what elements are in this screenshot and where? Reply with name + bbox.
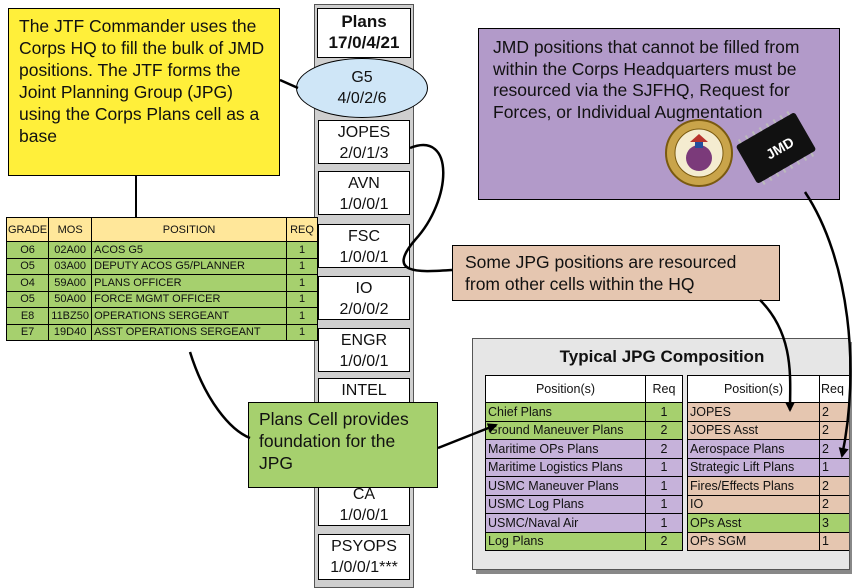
jpg-title: Typical JPG Composition — [559, 347, 765, 366]
seal-icon — [664, 118, 734, 188]
cell-value: 2/0/1/3 — [339, 145, 389, 162]
mos-cell: 03A00 — [48, 257, 93, 275]
position-cell: Fires/Effects Plans — [687, 476, 820, 496]
plans-title: Plans — [341, 12, 387, 31]
position-cell: Strategic Lift Plans — [687, 457, 820, 477]
position-cell: Maritime Logistics Plans — [485, 457, 646, 477]
col-header-req: Req — [645, 375, 683, 403]
cell-value: 1/0/0/1*** — [330, 559, 398, 576]
mos-cell: 50A00 — [48, 290, 93, 308]
jpg-composition-panel: Typical JPG Composition Position(s) Req … — [472, 338, 850, 570]
g5-ellipse: G5 4/0/2/6 — [296, 58, 428, 118]
cell-name: INTEL — [341, 382, 387, 399]
cell-name: PSYOPS — [331, 538, 397, 555]
col-header-grade: GRADE — [5, 217, 50, 242]
req-cell: 1 — [286, 241, 318, 259]
cell-value: 1/0/0/1 — [339, 249, 389, 266]
req-cell: 2 — [645, 531, 683, 551]
plans-cell-callout: Plans Cell provides foundation for the J… — [248, 402, 438, 488]
tan-to-jopes-arrow — [759, 299, 796, 412]
green-to-jpg-arrow — [437, 423, 498, 450]
position-cell: Maritime OPs Plans — [485, 439, 646, 459]
col-header-position: POSITION — [91, 217, 287, 242]
jmd-to-right-table-arrow — [803, 191, 852, 458]
cell-name: CA — [352, 486, 376, 503]
req-cell: 1 — [286, 323, 318, 341]
req-cell: 1 — [819, 531, 849, 551]
cell-engr: ENGR 1/0/0/1 — [318, 328, 410, 372]
position-cell: USMC Log Plans — [485, 494, 646, 514]
cell-name: ENGR — [340, 332, 388, 349]
cell-ca: CA 1/0/0/1 — [318, 482, 410, 526]
cell-psyops: PSYOPS 1/0/0/1*** — [318, 534, 410, 580]
cell-avn: AVN 1/0/0/1 — [318, 171, 410, 215]
mos-cell: 19D40 — [48, 323, 93, 341]
jmd-chip-icon — [728, 108, 824, 188]
position-cell: Aerospace Plans — [687, 439, 820, 459]
cell-name: JOPES — [337, 124, 391, 141]
jpg-other-cells-callout: Some JPG positions are resourced from ot… — [452, 245, 780, 301]
g5-name: G5 — [351, 69, 373, 86]
col-header-position: Position(s) — [485, 375, 646, 403]
col-header-req: REQ — [286, 217, 318, 242]
connector-line — [135, 175, 137, 217]
jopes-to-tan-curve — [402, 144, 453, 273]
cell-jopes: JOPES 2/0/1/3 — [318, 120, 410, 164]
table-to-green-curve — [188, 351, 251, 440]
g5-value: 4/0/2/6 — [337, 90, 387, 107]
yellow-to-g5-line — [279, 78, 299, 90]
col-header-req: Req — [819, 375, 849, 403]
plans-title-value: 17/0/4/21 — [328, 33, 400, 52]
jmd-callout: JMD positions that cannot be filled from… — [478, 28, 840, 200]
position-cell: USMC Maneuver Plans — [485, 476, 646, 496]
cell-value: 1/0/0/1 — [339, 353, 389, 370]
position-cell: OPs SGM — [687, 531, 820, 551]
cell-name: FSC — [348, 228, 380, 245]
position-cell: ASST OPERATIONS SERGEANT — [91, 323, 287, 341]
cell-value: 1/0/0/1 — [339, 507, 389, 524]
jmd-callout-text: JMD positions that cannot be filled from… — [493, 37, 800, 122]
cell-io: IO 2/0/0/2 — [318, 276, 410, 320]
cell-name: AVN — [348, 175, 380, 192]
jtf-commander-callout: The JTF Commander uses the Corps HQ to f… — [8, 8, 280, 176]
col-header-mos: MOS — [48, 217, 93, 242]
cell-fsc: FSC 1/0/0/1 — [318, 224, 410, 268]
cell-value: 2/0/0/2 — [339, 301, 389, 318]
position-cell: Chief Plans — [485, 402, 646, 422]
cell-value: 1/0/0/1 — [339, 196, 389, 213]
grade-cell: E7 — [5, 323, 50, 341]
cell-name: IO — [355, 280, 373, 297]
plans-header: Plans 17/0/4/21 — [317, 8, 411, 58]
